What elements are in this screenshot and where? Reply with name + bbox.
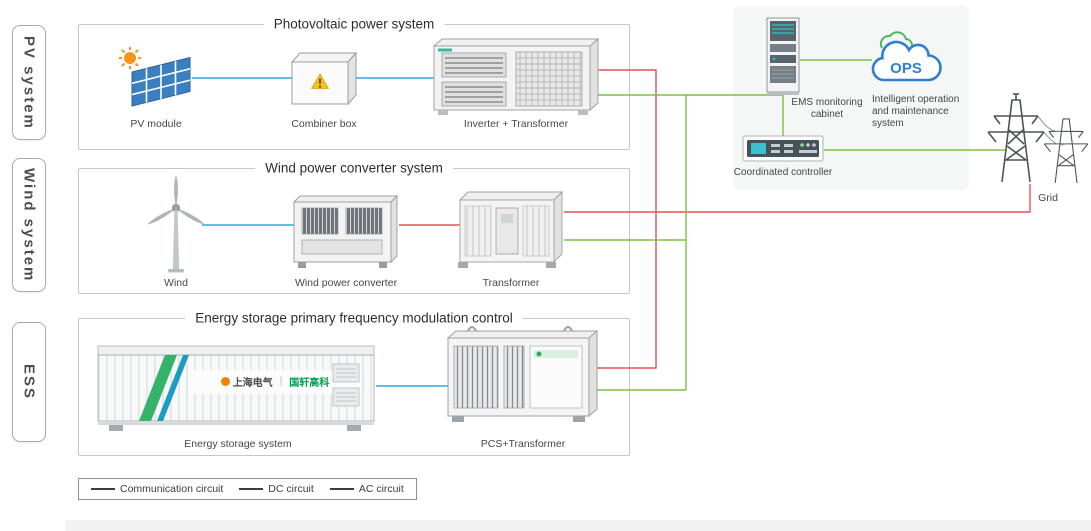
legend-dc-entry: DC circuit [239, 483, 314, 495]
ops-system-label: Intelligent operation and maintenance sy… [872, 94, 960, 129]
sidebar-tab-wind-system: Wind system [12, 158, 46, 292]
storage-logos: 上海电气 | 国轩高科 [195, 374, 355, 389]
ess-section-title: Energy storage primary frequency modulat… [185, 310, 523, 326]
inverter-transformer-icon [428, 32, 603, 120]
legend: Communication circuit DC circuit AC circ… [78, 478, 417, 500]
energy-storage-container-icon [95, 336, 380, 436]
pv-section-title: Photovoltaic power system [263, 16, 445, 32]
dc-lines [192, 77, 448, 387]
ems-cabinet-label: EMS monitoring cabinet [791, 97, 863, 120]
combiner-box-label: Combiner box [291, 118, 357, 130]
legend-dc-swatch [239, 488, 264, 490]
ems-cabinet-icon [762, 16, 804, 96]
gotion-logo-text: 国轩高科 [289, 378, 330, 389]
shanghai-electric-text: 上海电气 [232, 378, 273, 389]
legend-dc-label: DC circuit [268, 483, 314, 495]
shanghai-electric-logo: 上海电气 [220, 374, 273, 389]
coordinated-controller-icon [742, 135, 824, 163]
logo-divider: | [279, 376, 283, 387]
communication-lines [564, 59, 1005, 391]
grid-towers-icon [980, 86, 1089, 190]
bottom-strip [65, 520, 1091, 531]
pcs-transformer-icon [440, 320, 605, 430]
shanghai-electric-mark-icon [220, 377, 230, 386]
pv-module-label: PV module [130, 118, 182, 130]
wind-converter-label: Wind power converter [294, 277, 398, 289]
combiner-box-icon [284, 46, 364, 114]
legend-ac-label: AC circuit [358, 483, 404, 495]
legend-communication-entry: Communication circuit [91, 483, 223, 495]
grid-label: Grid [1038, 192, 1058, 204]
wind-transformer-label: Transformer [482, 277, 540, 289]
legend-communication-label: Communication circuit [120, 483, 224, 495]
ops-text: OPS [890, 60, 922, 77]
pcs-transformer-label: PCS+Transformer [480, 438, 566, 450]
pv-module-icon [116, 42, 196, 114]
legend-ac-swatch [329, 488, 354, 490]
legend-ac-entry: AC circuit [329, 483, 404, 495]
legend-communication-swatch [91, 488, 115, 490]
sidebar-tab-pv-system: PV system [12, 25, 46, 140]
ops-cloud-icon: OPS [860, 28, 952, 94]
ac-lines [399, 69, 1031, 369]
wind-turbine-icon [134, 172, 219, 274]
wind-converter-icon [288, 190, 403, 276]
coordinated-controller-label: Coordinated controller [733, 167, 833, 178]
inverter-transformer-label: Inverter + Transformer [463, 118, 569, 130]
energy-storage-label: Energy storage system [184, 438, 292, 450]
wind-transformer-icon [452, 184, 570, 276]
wind-label: Wind [164, 277, 188, 289]
sidebar-tab-ess: ESS [12, 322, 46, 442]
wind-section-title: Wind power converter system [255, 160, 453, 176]
